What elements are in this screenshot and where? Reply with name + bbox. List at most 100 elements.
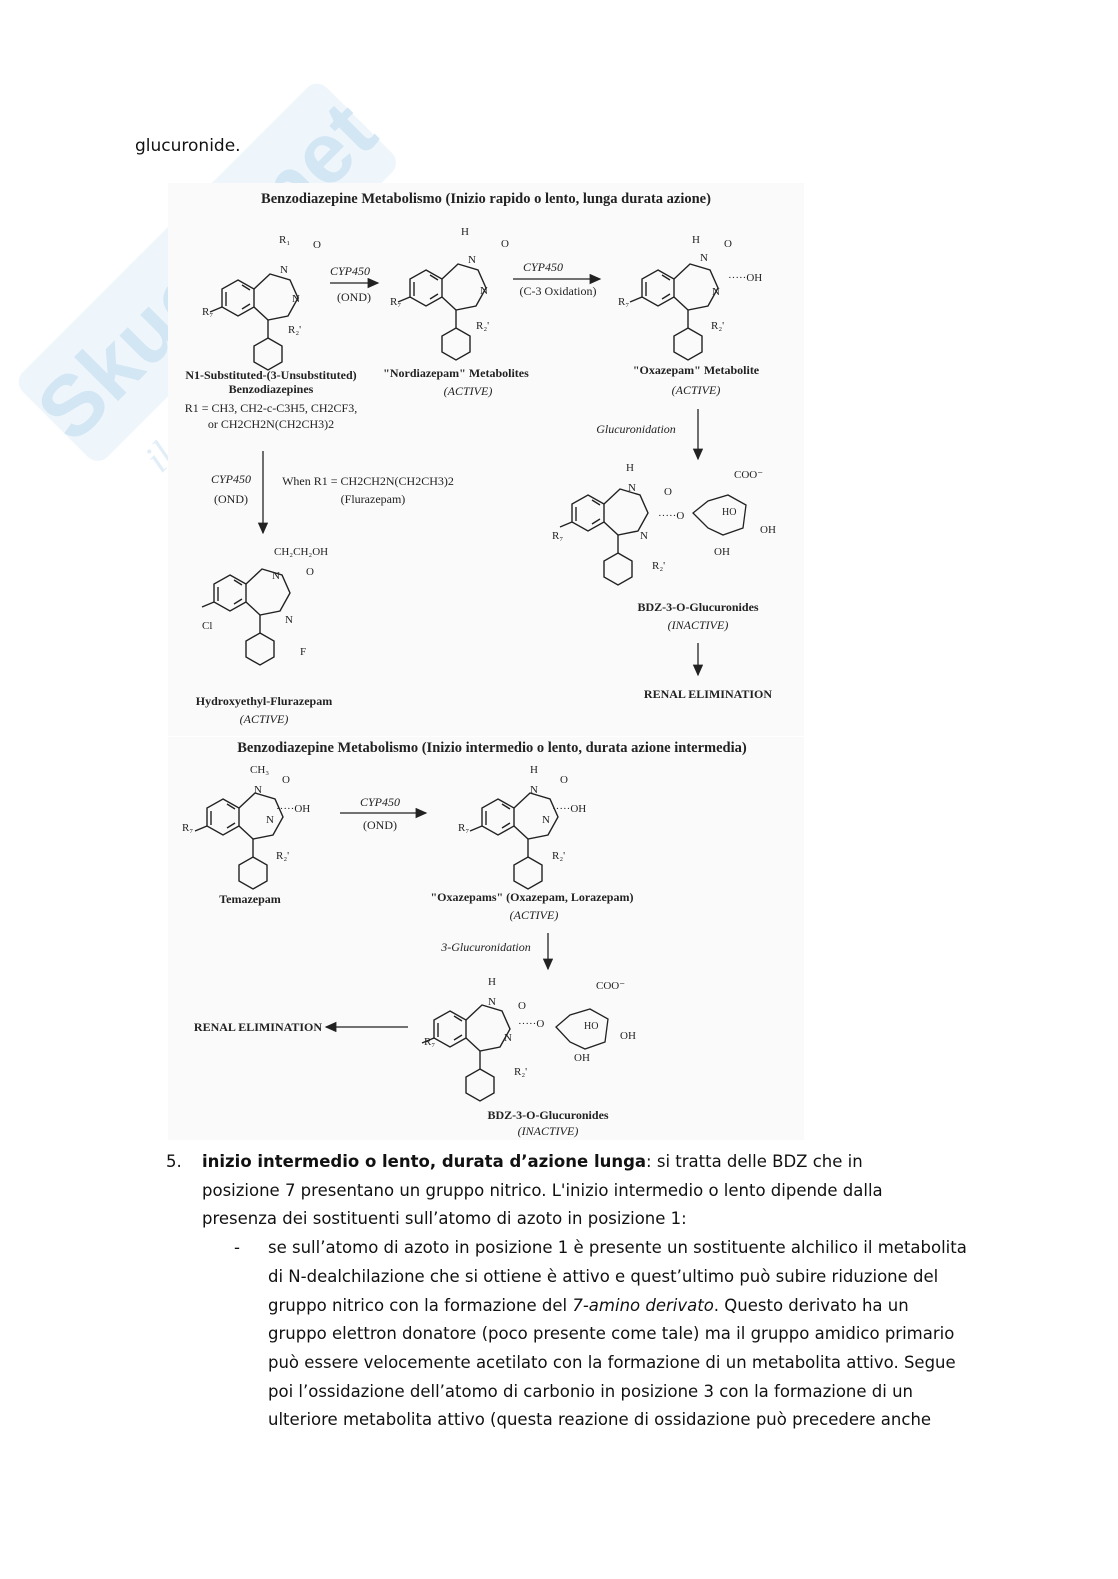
svg-text:H: H xyxy=(530,764,538,776)
bullet-text-a: se sull’atomo di azoto in posizione 1 è … xyxy=(268,1238,967,1315)
reagent-4: CYP450 xyxy=(360,795,400,809)
svg-text:H: H xyxy=(461,226,469,238)
svg-text:N: N xyxy=(542,814,550,826)
renal-elimination-1: RENAL ELIMINATION xyxy=(644,687,772,701)
glucuronidation-label: Glucuronidation xyxy=(596,422,676,436)
svg-text:O: O xyxy=(282,774,290,786)
svg-text:R₇: R₇ xyxy=(618,296,629,308)
svg-text:N: N xyxy=(700,252,708,264)
svg-text:R₂': R₂' xyxy=(476,320,489,332)
svg-text:O: O xyxy=(501,238,509,250)
svg-text:N: N xyxy=(254,784,262,796)
oxazepams-name: "Oxazepams" (Oxazepam, Lorazepam) xyxy=(431,890,634,904)
item-5-text: : si tratta delle BDZ che in posizione 7… xyxy=(202,1152,883,1229)
list-item-5: 5. inizio intermedio o lento, durata d’a… xyxy=(166,1148,942,1234)
svg-text:R₇: R₇ xyxy=(458,822,469,834)
svg-text:OH: OH xyxy=(574,1052,590,1064)
svg-text:N: N xyxy=(272,570,280,582)
svg-text:R₂': R₂' xyxy=(652,560,665,572)
compound-3-status: (ACTIVE) xyxy=(672,383,721,397)
svg-text:N: N xyxy=(280,264,288,276)
body-text: 5. inizio intermedio o lento, durata d’a… xyxy=(0,1148,1118,1435)
svg-text:R₂': R₂' xyxy=(288,324,301,336)
compound-1-r1: R1 = CH3, CH2-c-C3H5, CH2CF3, xyxy=(185,401,357,415)
svg-text:H: H xyxy=(626,462,634,474)
svg-text:·····O: ·····O xyxy=(518,1018,544,1030)
svg-text:N: N xyxy=(504,1032,512,1044)
oxazepams-status: (ACTIVE) xyxy=(510,908,559,922)
compound-1-structure: N R₁ O N R₇ R₂' xyxy=(202,234,321,371)
figure-2-title: Benzodiazepine Metabolismo (Inizio inter… xyxy=(237,740,747,756)
svg-text:·····O: ·····O xyxy=(658,510,684,522)
compound-3-name: "Oxazepam" Metabolite xyxy=(633,363,760,377)
svg-text:O: O xyxy=(724,238,732,250)
temazepam-name: Temazepam xyxy=(219,892,281,906)
compound-1-r1b: or CH2CH2N(CH2CH3)2 xyxy=(208,417,334,431)
svg-text:O: O xyxy=(518,1000,526,1012)
svg-text:N: N xyxy=(266,814,274,826)
svg-text:·····OH: ·····OH xyxy=(728,272,762,284)
svg-text:N: N xyxy=(530,784,538,796)
svg-text:N: N xyxy=(292,293,300,305)
svg-text:R₇: R₇ xyxy=(202,306,213,318)
lead-text: glucuronide. xyxy=(135,136,241,156)
svg-text:O: O xyxy=(306,566,314,578)
svg-text:O: O xyxy=(664,486,672,498)
item-5-bold: inizio intermedio o lento, durata d’azio… xyxy=(202,1152,647,1171)
svg-text:N: N xyxy=(628,482,636,494)
svg-text:O: O xyxy=(313,239,321,251)
svg-text:N: N xyxy=(712,286,720,298)
svg-text:COO⁻: COO⁻ xyxy=(596,980,625,992)
bullet-text-b: . Questo derivato ha un gruppo elettron … xyxy=(268,1295,956,1430)
svg-text:N: N xyxy=(468,254,476,266)
compound-2-name: "Nordiazepam" Metabolites xyxy=(383,366,529,380)
svg-text:R₂': R₂' xyxy=(514,1066,527,1078)
reagent-3: CYP450 xyxy=(211,472,251,486)
renal-elimination-2: RENAL ELIMINATION xyxy=(194,1020,322,1034)
figure-1: Benzodiazepine Metabolismo (Inizio rapid… xyxy=(168,183,804,736)
svg-text:F: F xyxy=(300,646,306,658)
when-text: When R1 = CH2CH2N(CH2CH3)2 xyxy=(282,474,454,488)
svg-text:CH₂CH₂OH: CH₂CH₂OH xyxy=(274,546,328,558)
compound-2-status: (ACTIVE) xyxy=(444,384,493,398)
svg-text:HO: HO xyxy=(584,1021,598,1032)
svg-text:R₇: R₇ xyxy=(424,1036,435,1048)
svg-text:R₂': R₂' xyxy=(711,320,724,332)
svg-text:N: N xyxy=(640,530,648,542)
glucuronidation-label-2: 3-Glucuronidation xyxy=(440,940,531,954)
compound-5-status: (INACTIVE) xyxy=(668,618,729,632)
glucuronide-2-status: (INACTIVE) xyxy=(518,1124,579,1138)
svg-text:CH₃: CH₃ xyxy=(250,764,269,776)
svg-text:N: N xyxy=(285,614,293,626)
reagent-1: CYP450 xyxy=(330,264,370,278)
svg-text:OH: OH xyxy=(760,524,776,536)
reagent-3-cond: (OND) xyxy=(214,492,248,506)
compound-4-status: (ACTIVE) xyxy=(240,712,289,726)
figure-1-title: Benzodiazepine Metabolismo (Inizio rapid… xyxy=(261,191,711,207)
reagent-1-cond: (OND) xyxy=(337,290,371,304)
reagent-2-cond: (C-3 Oxidation) xyxy=(520,284,597,298)
svg-text:O: O xyxy=(560,774,568,786)
reagent-4-cond: (OND) xyxy=(363,818,397,832)
compound-1-name-2: Benzodiazepines xyxy=(229,382,314,396)
compound-4-structure: CH₂CH₂OH N ON ClF xyxy=(201,546,328,666)
reagent-2: CYP450 xyxy=(523,260,563,274)
svg-text:H: H xyxy=(692,234,700,246)
list-number: 5. xyxy=(166,1152,182,1171)
svg-text:OH: OH xyxy=(714,546,730,558)
svg-text:R₂': R₂' xyxy=(552,850,565,862)
glucuronide-2-name: BDZ-3-O-Glucuronides xyxy=(487,1108,608,1122)
compound-1-name: N1-Substituted-(3-Unsubstituted) xyxy=(185,368,356,382)
when-text-2: (Flurazepam) xyxy=(341,492,406,506)
bullet-italic: 7-amino derivato xyxy=(572,1295,714,1315)
svg-text:R₁: R₁ xyxy=(279,234,290,246)
svg-text:HO: HO xyxy=(722,507,736,518)
svg-text:·····OH: ·····OH xyxy=(552,803,586,815)
svg-text:R₇: R₇ xyxy=(182,822,193,834)
